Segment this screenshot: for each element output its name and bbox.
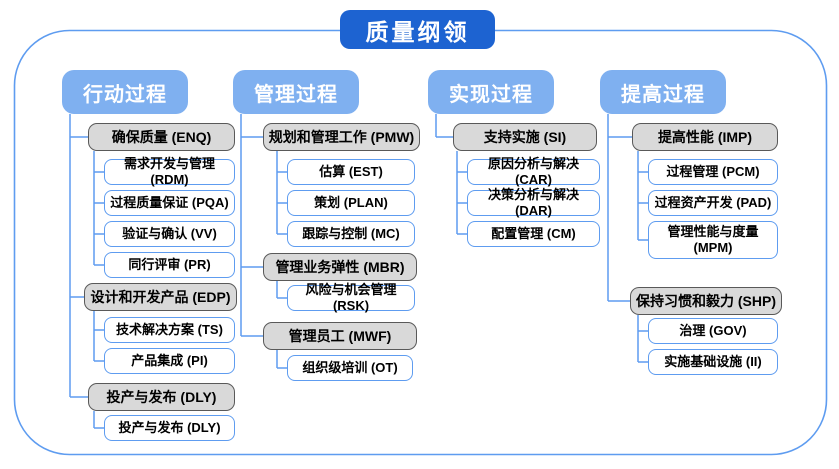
- node-pqa: 过程质量保证 (PQA): [104, 190, 235, 216]
- node-gov: 治理 (GOV): [648, 318, 778, 344]
- node-dar: 决策分析与解决 (DAR): [467, 187, 600, 218]
- node-mpm: 管理性能与度量 (MPM): [648, 221, 778, 259]
- node-pr: 同行评审 (PR): [104, 252, 235, 278]
- node-dly-child: 投产与发布 (DLY): [104, 415, 235, 441]
- node-mwf: 管理员工 (MWF): [263, 322, 417, 350]
- column-header-management-process: 管理过程: [233, 70, 359, 114]
- node-imp: 提高性能 (IMP): [632, 123, 778, 151]
- column-header-improvement-process: 提高过程: [600, 70, 726, 114]
- node-cm: 配置管理 (CM): [467, 221, 600, 247]
- node-est: 估算 (EST): [287, 159, 415, 185]
- node-plan: 策划 (PLAN): [287, 190, 415, 216]
- node-car: 原因分析与解决 (CAR): [467, 156, 600, 187]
- node-enq: 确保质量 (ENQ): [88, 123, 235, 151]
- node-ot: 组织级培训 (OT): [287, 355, 413, 381]
- node-dly: 投产与发布 (DLY): [88, 383, 235, 411]
- node-pi: 产品集成 (PI): [104, 348, 235, 374]
- node-pcm: 过程管理 (PCM): [648, 159, 778, 185]
- node-ii: 实施基础设施 (II): [648, 349, 778, 375]
- column-header-implementation-process: 实现过程: [428, 70, 554, 114]
- node-edp: 设计和开发产品 (EDP): [84, 283, 237, 311]
- node-mbr: 管理业务弹性 (MBR): [263, 253, 417, 281]
- node-rsk: 风险与机会管理 (RSK): [287, 282, 415, 313]
- node-ts: 技术解决方案 (TS): [104, 317, 235, 343]
- node-vv: 验证与确认 (VV): [104, 221, 235, 247]
- node-pad: 过程资产开发 (PAD): [648, 190, 778, 216]
- node-si: 支持实施 (SI): [453, 123, 597, 151]
- column-header-action-process: 行动过程: [62, 70, 188, 114]
- node-pmw: 规划和管理工作 (PMW): [263, 123, 420, 151]
- node-rdm: 需求开发与管理 (RDM): [104, 156, 235, 187]
- node-mc: 跟踪与控制 (MC): [287, 221, 415, 247]
- diagram-title: 质量纲领: [340, 10, 495, 49]
- node-shp: 保持习惯和毅力 (SHP): [630, 287, 782, 315]
